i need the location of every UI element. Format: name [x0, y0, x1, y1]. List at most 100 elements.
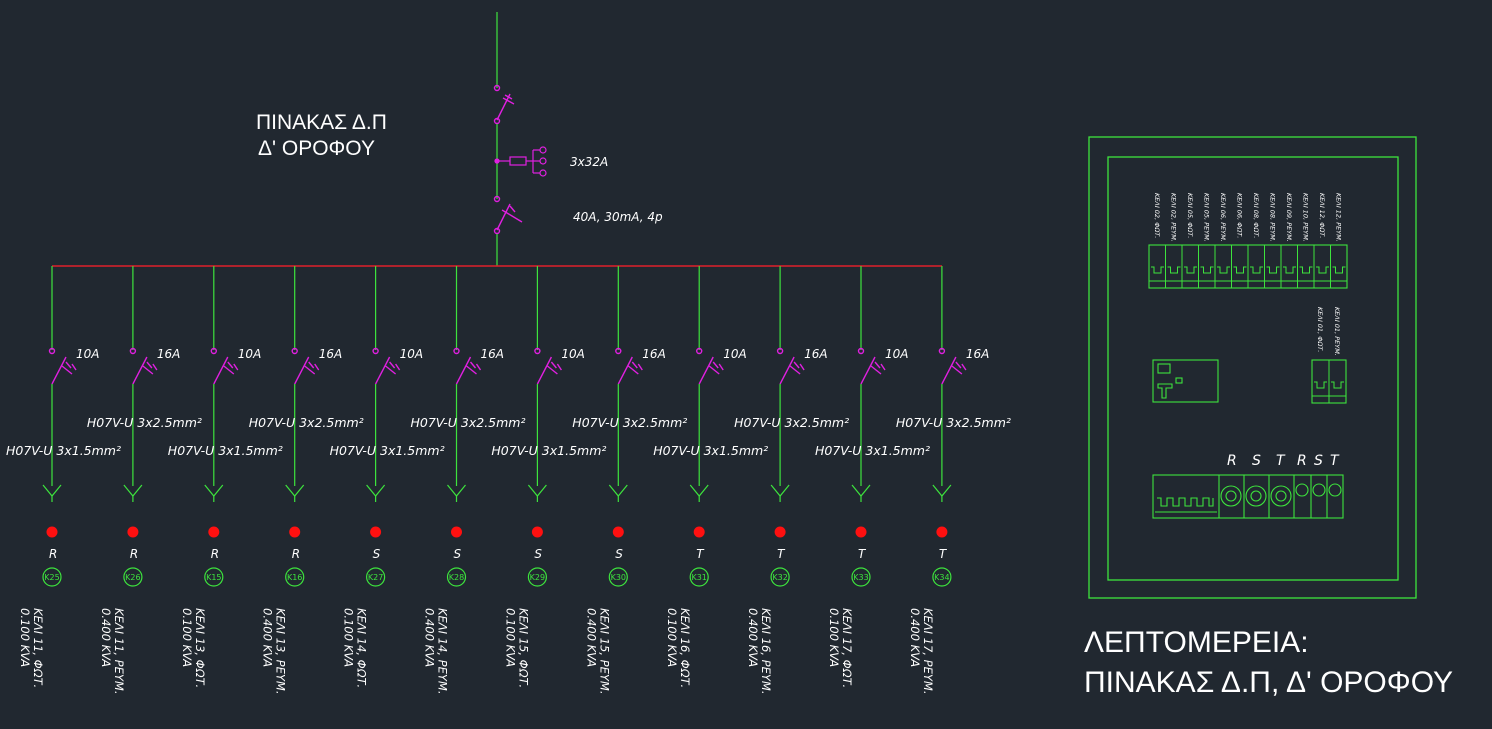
breaker-symbol: [210, 347, 239, 385]
svg-text:0.100 KVA: 0.100 KVA: [827, 608, 841, 667]
cable-label: H07V-U 3x2.5mm²: [572, 415, 687, 430]
svg-text:ΚΕΛΙ 16, ΡΕΥΜ.: ΚΕΛΙ 16, ΡΕΥΜ.: [759, 608, 773, 694]
panel-breaker-label: ΚΕΛΙ 10, ΡΕΥΜ.: [1302, 193, 1310, 242]
svg-text:K29: K29: [530, 573, 545, 582]
breaker-symbol: [372, 347, 401, 385]
bottom-terminal-block: [1152, 474, 1344, 519]
cable-label: H07V-U 3x2.5mm²: [87, 415, 202, 430]
cable-arrow: [851, 484, 871, 497]
phase-label: T: [939, 547, 948, 561]
svg-text:ΚΕΛΙ 15, ΡΕΥΜ.: ΚΕΛΙ 15, ΡΕΥΜ.: [597, 608, 611, 694]
panel-phase-r: R: [1227, 453, 1237, 469]
panel-breaker-label: ΚΕΛΙ 12, ΦΩΤ.: [1318, 193, 1326, 238]
breaker-rating: 16A: [319, 347, 342, 361]
breaker-rating: 10A: [561, 347, 584, 361]
breaker-symbol: [534, 347, 562, 385]
svg-text:ΚΕΛΙ 13, ΦΩΤ.: ΚΕΛΙ 13, ΦΩΤ.: [193, 608, 207, 688]
phase-label: T: [777, 547, 786, 561]
svg-text:K16: K16: [287, 573, 302, 582]
svg-text:ΚΕΛΙ 12, ΦΩΤ.: ΚΕΛΙ 12, ΦΩΤ.: [1318, 193, 1326, 238]
cable-label: H07V-U 3x2.5mm²: [249, 415, 364, 430]
svg-text:ΚΕΛΙ 11, ΡΕΥΜ.: ΚΕΛΙ 11, ΡΕΥΜ.: [112, 608, 126, 694]
panel-breaker-label: ΚΕΛΙ 12, ΡΕΥΜ.: [1335, 193, 1343, 242]
terminal-dot: [936, 526, 948, 538]
main-contactor-symbol: [494, 146, 547, 177]
svg-text:ΚΕΛΙ 17, ΦΩΤ.: ΚΕΛΙ 17, ΦΩΤ.: [840, 608, 854, 688]
panel-breaker: [1264, 245, 1281, 288]
cable-arrow: [932, 484, 952, 497]
panel-breaker-label: ΚΕΛΙ 05, ΡΕΥΜ.: [1203, 193, 1211, 242]
circuit-description: ΚΕΛΙ 11, ΦΩΤ.0.100 KVA: [18, 608, 45, 688]
svg-text:ΚΕΛΙ 09, ΡΕΥΜ.: ΚΕΛΙ 09, ΡΕΥΜ.: [1285, 193, 1293, 242]
cable-arrow: [447, 484, 466, 497]
panel-breaker: [1313, 245, 1331, 288]
svg-text:ΚΕΛΙ 14, ΡΕΥΜ.: ΚΕΛΙ 14, ΡΕΥΜ.: [436, 608, 450, 694]
panel-breaker-label: ΚΕΛΙ 06, ΦΩΤ.: [1236, 193, 1244, 238]
breaker-symbol: [48, 347, 77, 385]
cable-arrow: [204, 484, 224, 497]
svg-text:K15: K15: [206, 573, 221, 582]
svg-text:K31: K31: [691, 573, 706, 582]
terminal-dot: [531, 526, 543, 538]
svg-text:K27: K27: [368, 573, 383, 582]
cable-label: H07V-U 3x1.5mm²: [168, 443, 283, 458]
terminal-dot: [693, 526, 705, 538]
phase-label: S: [373, 547, 381, 561]
panel-breaker-label: ΚΕΛΙ 02, ΡΕΥΜ.: [1170, 193, 1178, 242]
svg-text:0.400 KVA: 0.400 KVA: [584, 608, 598, 667]
main-switch-symbol: [493, 84, 515, 125]
svg-text:ΚΕΛΙ 01, ΦΩΤ.: ΚΕΛΙ 01, ΦΩΤ.: [1316, 307, 1324, 352]
top-breaker-row: ΚΕΛΙ 02, ΦΩΤ.ΚΕΛΙ 02, ΡΕΥΜ.ΚΕΛΙ 05, ΦΩΤ.…: [1148, 193, 1348, 289]
cable-arrow: [285, 484, 305, 497]
terminal-dot: [289, 526, 301, 538]
terminal-dot: [855, 526, 867, 538]
breaker-rating: 16A: [642, 347, 665, 361]
panel-breaker: [1198, 245, 1215, 288]
cable-label: H07V-U 3x1.5mm²: [330, 443, 445, 458]
circuit-description: ΚΕΛΙ 14, ΡΕΥΜ.0.400 KVA: [423, 608, 450, 694]
phase-label: T: [696, 547, 705, 561]
svg-text:0.400 KVA: 0.400 KVA: [423, 608, 437, 667]
terminal-tag: K34: [932, 567, 952, 587]
svg-text:ΚΕΛΙ 08, ΦΩΤ.: ΚΕΛΙ 08, ΦΩΤ.: [1252, 193, 1260, 238]
svg-text:ΚΕΛΙ 06, ΦΩΤ.: ΚΕΛΙ 06, ΦΩΤ.: [1236, 193, 1244, 238]
panel-breaker: [1330, 245, 1347, 288]
terminal-tag: K32: [770, 567, 790, 587]
svg-text:K32: K32: [772, 573, 787, 582]
panel-breaker: [1181, 245, 1199, 288]
svg-text:0.100 KVA: 0.100 KVA: [342, 608, 356, 667]
svg-text:0.100 KVA: 0.100 KVA: [180, 608, 194, 667]
breaker-symbol: [857, 347, 886, 385]
circuit-description: ΚΕΛΙ 17, ΡΕΥΜ.0.400 KVA: [908, 608, 935, 694]
circuit-description: ΚΕΛΙ 14, ΦΩΤ.0.100 KVA: [342, 608, 369, 688]
terminal-dot: [612, 526, 624, 538]
cable-arrow: [42, 484, 62, 497]
svg-text:0.400 KVA: 0.400 KVA: [746, 608, 760, 667]
svg-text:ΚΕΛΙ 02, ΦΩΤ.: ΚΕΛΙ 02, ΦΩΤ.: [1153, 193, 1161, 238]
cable-arrow: [366, 484, 386, 497]
detail-title-line2: ΠΙΝΑΚΑΣ Δ.Π, Δ' ΟΡΟΦΟΥ: [1084, 666, 1453, 699]
panel-side-label: ΚΕΛΙ 01, ΦΩΤ.: [1316, 307, 1324, 352]
svg-text:ΚΕΛΙ 06, ΡΕΥΜ.: ΚΕΛΙ 06, ΡΕΥΜ.: [1219, 193, 1227, 242]
panel-breaker: [1280, 245, 1298, 288]
panel-breaker-label: ΚΕΛΙ 08, ΡΕΥΜ.: [1269, 193, 1277, 242]
phase-label: R: [292, 547, 300, 561]
cable-label: H07V-U 3x2.5mm²: [734, 415, 849, 430]
phase-label: R: [211, 547, 219, 561]
svg-text:ΚΕΛΙ 10, ΡΕΥΜ.: ΚΕΛΙ 10, ΡΕΥΜ.: [1302, 193, 1310, 242]
breaker-rating: 16A: [157, 347, 180, 361]
cable-label: H07V-U 3x2.5mm²: [896, 415, 1011, 430]
svg-text:ΚΕΛΙ 02, ΡΕΥΜ.: ΚΕΛΙ 02, ΡΕΥΜ.: [1170, 193, 1178, 242]
svg-text:0.400 KVA: 0.400 KVA: [908, 608, 922, 667]
svg-text:0.100 KVA: 0.100 KVA: [18, 608, 32, 667]
terminal-tag: K31: [689, 567, 709, 587]
svg-text:K33: K33: [853, 573, 868, 582]
svg-text:ΚΕΛΙ 16, ΦΩΤ.: ΚΕΛΙ 16, ΦΩΤ.: [678, 608, 692, 688]
panel-phase-s: S: [1314, 453, 1323, 469]
circuit-description: ΚΕΛΙ 11, ΡΕΥΜ.0.400 KVA: [99, 608, 126, 694]
